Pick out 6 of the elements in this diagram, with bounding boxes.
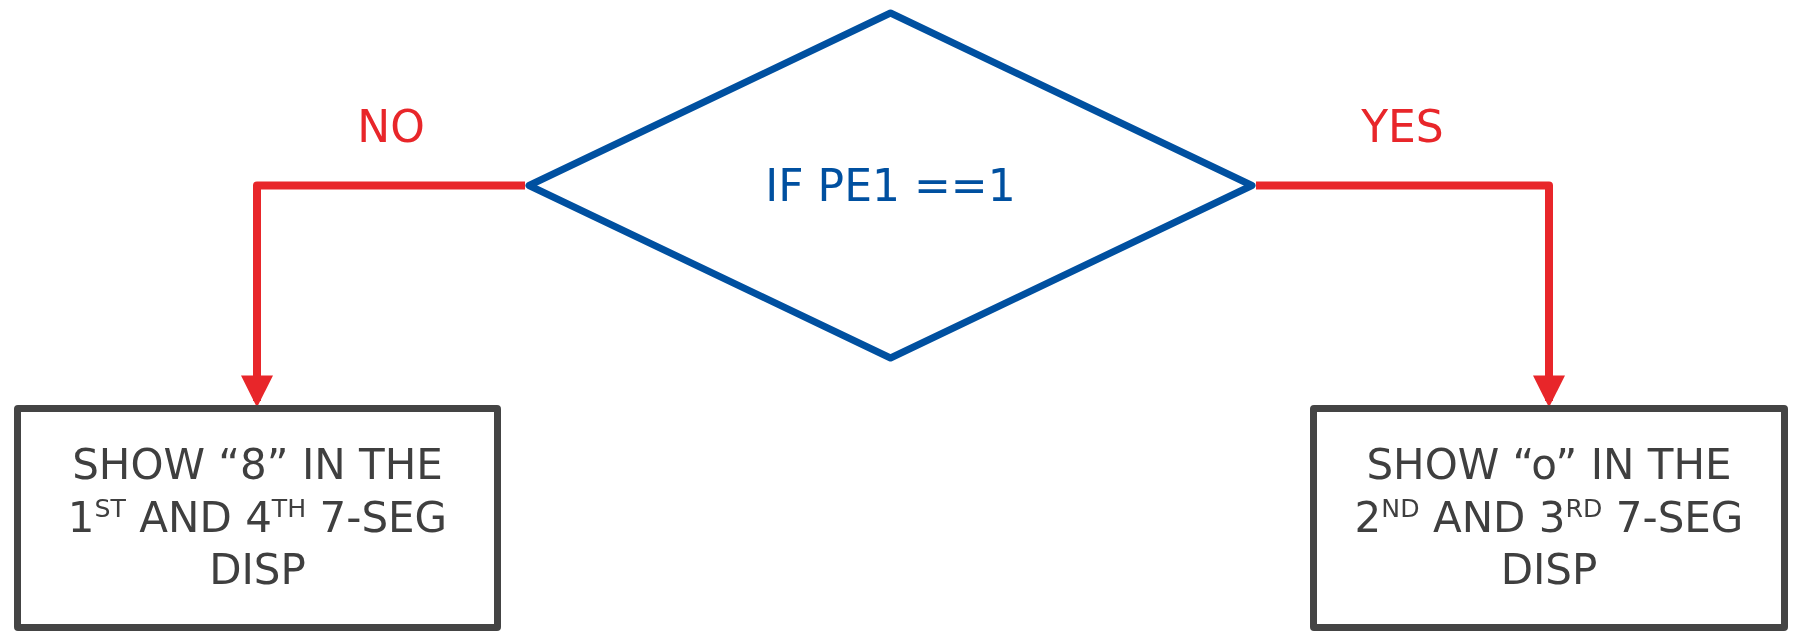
decision-diamond bbox=[525, 9, 1256, 362]
condition-text: IF PE1 ==1 bbox=[765, 160, 1016, 211]
process-box bbox=[14, 405, 501, 631]
process-text: SHOW “8” IN THE 1$^{ST}$ AND 4$^{TH}$ 7-SEG DISP bbox=[66, 439, 449, 597]
process-box bbox=[1310, 405, 1788, 631]
process-text: SHOW “o” IN THE 2$^{ND}$ AND 3$^{RD}$ 7-SEG DISP bbox=[1353, 439, 1745, 597]
